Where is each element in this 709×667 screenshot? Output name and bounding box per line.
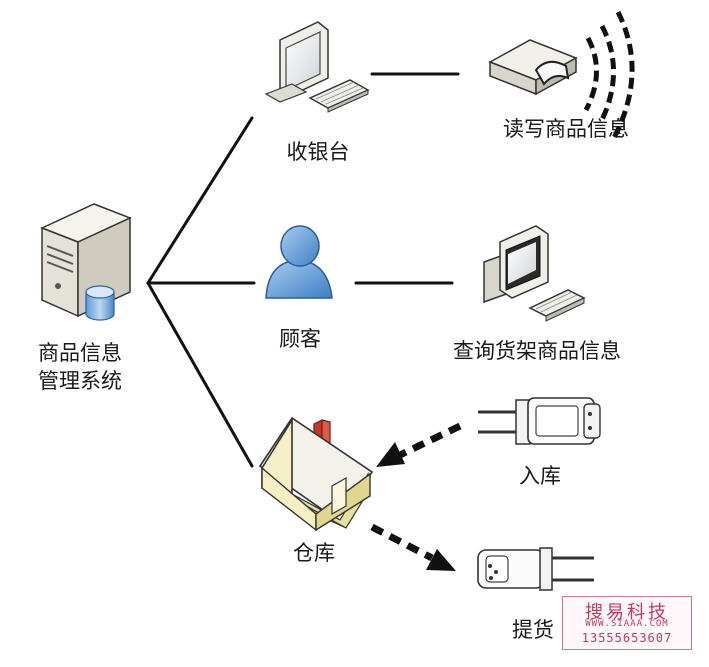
edge-server-cashier [146,116,254,285]
forklift-icon [478,397,601,445]
label-cashier: 收银台 [286,140,350,164]
label-server-line2: 管理系统 [38,369,122,393]
label-query-shelf: 查询货架商品信息 [453,339,621,363]
warehouse-house-icon [258,416,374,532]
label-outbound: 提货 [512,618,554,642]
label-server-line1: 商品信息 [38,341,122,365]
query-terminal-icon [483,225,586,322]
watermark-phone: 13555653607 [581,631,673,645]
dashed-arrow-outbound [370,523,456,571]
dashed-arrow-inbound [376,422,462,467]
label-inbound: 入库 [519,464,561,488]
forklift-icon [477,547,594,591]
rfid-reader-icon [488,10,635,140]
watermark-url: WWW.SIAAA.COM [585,619,669,629]
watermark-brand: 搜易科技 [585,602,669,623]
desktop-computer-icon [264,21,370,113]
label-warehouse: 仓库 [293,541,335,565]
person-icon [265,225,333,299]
label-read-write: 读写商品信息 [503,117,629,141]
edge-server-warehouse [146,281,254,468]
watermark-stamp: 搜易科技 WWW.SIAAA.COM 13555653607 [562,596,692,650]
server-database-icon [40,203,132,321]
connector-lines [146,72,460,468]
label-customer: 顾客 [279,327,321,351]
